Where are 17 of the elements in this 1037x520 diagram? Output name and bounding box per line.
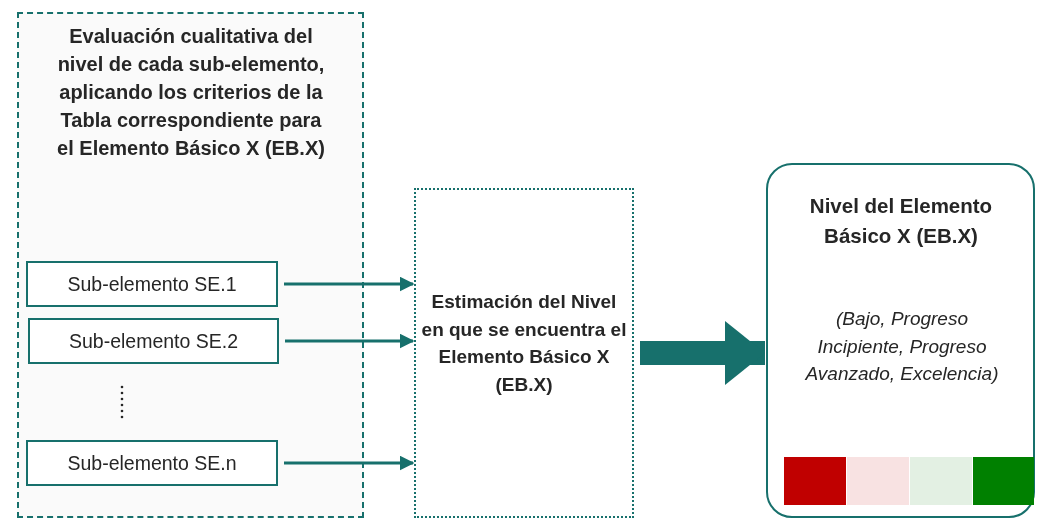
- box-heading: Evaluación cualitativa del nivel de cada sub-elemento, aplicando los criterios de la Tabla correspondiente para el Elemento Básico X (EB.X): [56, 24, 326, 161]
- result-box: [766, 163, 1035, 518]
- arrow: [285, 333, 415, 349]
- box-heading: Nivel del Elemento Básico X (EB.X): [808, 193, 994, 249]
- box-heading: Estimación del Nivel en que se encuentra el Elemento Básico X (EB.X): [420, 290, 628, 397]
- level-list: (Bajo, Progreso Incipiente, Progreso Avanzado, Excelencia): [792, 305, 1012, 388]
- box-label: Sub-elemento SE.2: [67, 330, 240, 354]
- process-box: [26, 440, 278, 486]
- arrow: [284, 276, 415, 292]
- box-label: Sub-elemento SE.1: [66, 273, 238, 297]
- dotted-process-box: [414, 188, 634, 518]
- process-box: [26, 261, 278, 307]
- box-label: Sub-elemento SE.n: [66, 452, 238, 476]
- dashed-group-box: [17, 12, 364, 518]
- process-box: [28, 318, 279, 364]
- arrow: [284, 455, 415, 471]
- block-arrow: [640, 321, 765, 385]
